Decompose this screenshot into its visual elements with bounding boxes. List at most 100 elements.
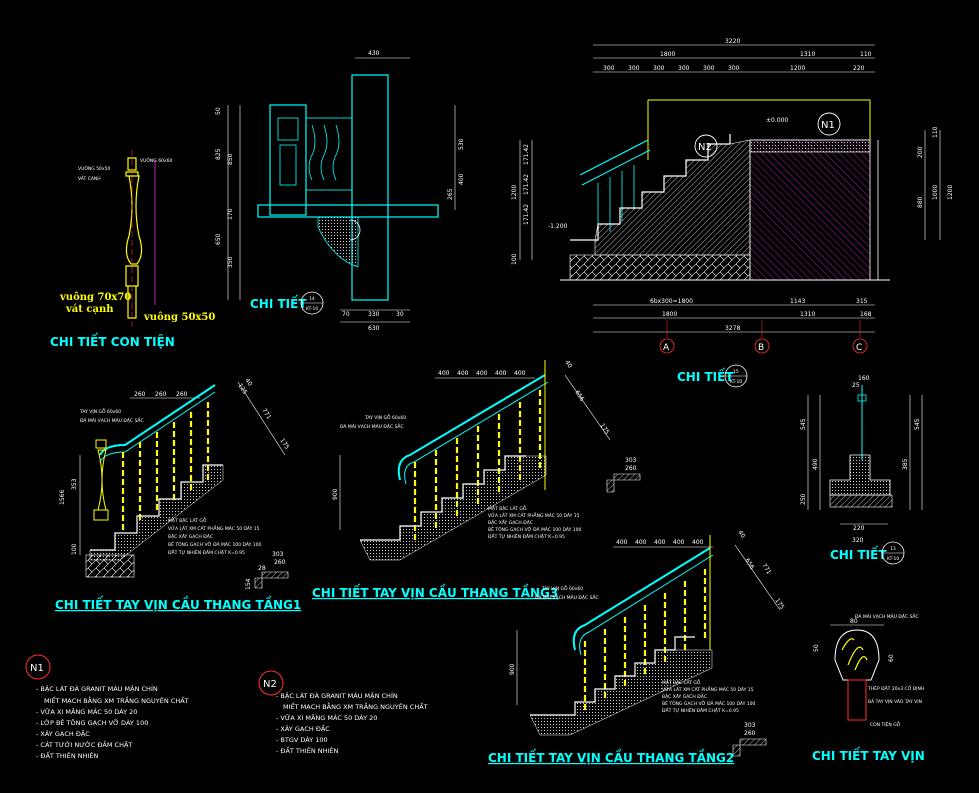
- t3-note-2: BẬC XÂY GẠCH ĐẶC: [488, 519, 533, 526]
- legend-n1-line-2: - VỮA XI MĂNG MÁC 50 DÀY 20: [36, 707, 137, 716]
- legend-n2: N2 - BẬC LÁT ĐÁ GRANIT MÀU MẬN CHÍN MIẾT…: [258, 670, 428, 755]
- t1-rail-note: TAY VỊN GỖ 60x60: [79, 407, 121, 415]
- sec-top-row-2: 300: [653, 65, 665, 72]
- t1-tread-1: 260: [155, 391, 167, 398]
- t3-top-2: 400: [476, 370, 488, 377]
- tv-note-side1: THÉP ĐẶT 20x3 CỐ ĐỊNH: [867, 684, 924, 692]
- stair-section: 3220 1800 1310 110 300 300 300 300 300 3…: [511, 38, 954, 388]
- d14-bot-2: 30: [396, 311, 404, 318]
- t3-top-1: 400: [457, 370, 469, 377]
- d14-left-3: 850: [227, 153, 234, 165]
- t3-rail-note: TAY VỊN GỖ 60x60: [364, 413, 406, 421]
- legend-n1-line-0: - BẬC LÁT ĐÁ GRANIT MÀU MẬN CHÍN: [36, 684, 158, 693]
- legend-n2-line-3: - XÂY GẠCH ĐẶC: [276, 724, 330, 733]
- sec-left-small-0: 100: [511, 253, 518, 265]
- d14-left-0: 50: [215, 107, 222, 115]
- t1-small-1: 260: [274, 559, 286, 566]
- baluster-shape: [125, 157, 143, 319]
- bubble-14-num: 14: [309, 296, 315, 302]
- sec-level-top: ±0.000: [766, 117, 788, 124]
- t2-small-0: 303: [744, 722, 756, 729]
- grid-axis-a-label: A: [663, 343, 670, 353]
- t3-note-0: MẶT BẬC LÁT GỖ: [488, 504, 527, 512]
- bubble-13-num: 13: [890, 546, 896, 552]
- t3-height: 900: [332, 488, 339, 500]
- grid-axis-b: B: [754, 320, 770, 354]
- t2-slope-0: 40: [736, 529, 746, 539]
- t2-top-4: 400: [692, 539, 704, 546]
- t2-note-2: BẬC XÂY GẠCH ĐẶC: [662, 693, 707, 700]
- d13-right-0: 545: [914, 418, 921, 430]
- t3-slope-dims: 40 656 175: [563, 359, 611, 441]
- d14-right-4: 265: [447, 188, 454, 200]
- t2-note-0: MẶT BẬC LÁT GỖ: [662, 678, 701, 686]
- t1-h-1: 1566: [59, 490, 66, 505]
- t2-note-1: VỮA LÁT XM CÁT PHẲNG MÁC 50 DÀY 15: [662, 685, 754, 693]
- title-con-tien: CHI TIẾT CON TIỆN: [50, 333, 175, 349]
- title-chi-tiet-13: CHI TIẾT: [830, 546, 887, 562]
- d14-right-1: 530: [458, 138, 465, 150]
- d13-right-1: 385: [902, 458, 909, 470]
- t2-note-3: BÊ TÔNG GẠCH VỠ ĐÁ MÁC 100 DÀY 100: [662, 699, 755, 707]
- t1-note-0: MẶT BẬC LÁT GỖ: [168, 516, 207, 524]
- t3-step-detail: 303 260: [606, 457, 641, 493]
- t1-tread-0: 260: [134, 391, 146, 398]
- d14-right-3: 400: [458, 173, 465, 185]
- title-tang1: CHI TIẾT TAY VỊN CẦU THANG TẦNG1: [55, 595, 301, 612]
- legend-n1-line-4: - XÂY GẠCH ĐẶC: [36, 729, 90, 738]
- t2-small-1: 260: [744, 730, 756, 737]
- t1-rail-sub: ĐÁ MÀI VẠCH MÀU ĐẶC SẮC: [80, 416, 144, 424]
- t3-top-3: 400: [495, 370, 507, 377]
- t1-note-3: BÊ TÔNG GẠCH VỠ ĐÁ MÁC 100 DÀY 100: [168, 540, 261, 548]
- sec-right-0: 110: [932, 126, 939, 138]
- t1-small-3: 154: [245, 578, 252, 590]
- grid-axis-a: A: [659, 320, 675, 354]
- sec-right-2: 880: [917, 196, 924, 208]
- stair-tang3: 400 400 400 400 400 TAY VỊN GỖ 60x60 ĐÁ …: [312, 359, 641, 600]
- t1-note-2: BẬC XÂY GẠCH ĐẶC: [168, 533, 213, 540]
- d14-bot-1: 330: [368, 311, 380, 318]
- sec-bot2-2: 168: [860, 311, 872, 318]
- t1-small-0: 303: [272, 551, 284, 558]
- t3-small-1: 260: [625, 465, 637, 472]
- tv-note-side2: BẢ TAY VỊN VÀO TAY VỊN: [868, 697, 922, 705]
- grid-axis-b-label: B: [758, 343, 764, 353]
- t2-top-0: 400: [616, 539, 628, 546]
- legend-n1-line-5: - CÁT TƯỚI NƯỚC ĐẦM CHẶT: [36, 739, 132, 749]
- t1-note-4: ĐẤT TỰ NHIÊN ĐẦM CHẶT K=0.95: [168, 548, 245, 556]
- marker-n2: N2: [694, 134, 718, 158]
- t1-h-0: 353: [71, 478, 78, 490]
- legend-n2-line-5: - ĐẤT THIÊN NHIÊN: [276, 745, 339, 755]
- t3-top-0: 400: [438, 370, 450, 377]
- t2-top-3: 400: [673, 539, 685, 546]
- sec-top-total: 3220: [725, 38, 740, 45]
- d13-left-0: 545: [800, 418, 807, 430]
- t3-top-4: 400: [514, 370, 526, 377]
- t3-note-1: VỮA LÁT XM CÁT PHẲNG MÁC 50 DÀY 15: [488, 511, 580, 519]
- t1-tread-2: 260: [176, 391, 188, 398]
- d13-bot-1: 320: [852, 537, 864, 544]
- legend-n1-tag: N1: [30, 663, 44, 674]
- sec-left-2: 171.42: [523, 204, 530, 225]
- sec-top-row-5: 300: [728, 65, 740, 72]
- con-tien-note-3: VUÔNG 60x60: [140, 157, 172, 164]
- t1-small-2: 28: [258, 565, 266, 572]
- sec-right-1: 200: [917, 146, 924, 158]
- con-tien-label-1: vuông 70x70: [59, 292, 131, 303]
- t3-note-4: ĐẤT TỰ NHIÊN ĐẦM CHẶT K=0.95: [488, 532, 565, 540]
- sec-bot1-2: 315: [856, 298, 868, 305]
- t3-slope-1: 656: [573, 389, 585, 403]
- t3-rail-sub: ĐÁ MÀI VẠCH MÀU ĐẶC SẮC: [340, 422, 404, 430]
- d14-bot-0: 70: [342, 311, 350, 318]
- t2-step-detail: 303 260: [732, 722, 767, 757]
- con-tien-label-3: vuông 50x50: [143, 312, 215, 323]
- title-chi-tiet-14: CHI TIẾT: [250, 295, 307, 311]
- t3-stair-notes: MẶT BẬC LÁT GỖ VỮA LÁT XM CÁT PHẲNG MÁC …: [488, 504, 581, 540]
- t1-note-1: VỮA LÁT XM CÁT PHẲNG MÁC 50 DÀY 15: [168, 524, 260, 532]
- stair-tang1: 260 260 260 TAY VỊN GỖ 60x60 ĐÁ MÀI VẠCH…: [55, 377, 301, 612]
- t1-stair-notes: MẶT BẬC LÁT GỖ VỮA LÁT XM CÁT PHẲNG MÁC …: [168, 516, 261, 556]
- sec-left-0: 171.42: [523, 144, 530, 165]
- bubble-15: 15 KT-10: [724, 364, 748, 388]
- marker-n1-label: N1: [821, 120, 835, 131]
